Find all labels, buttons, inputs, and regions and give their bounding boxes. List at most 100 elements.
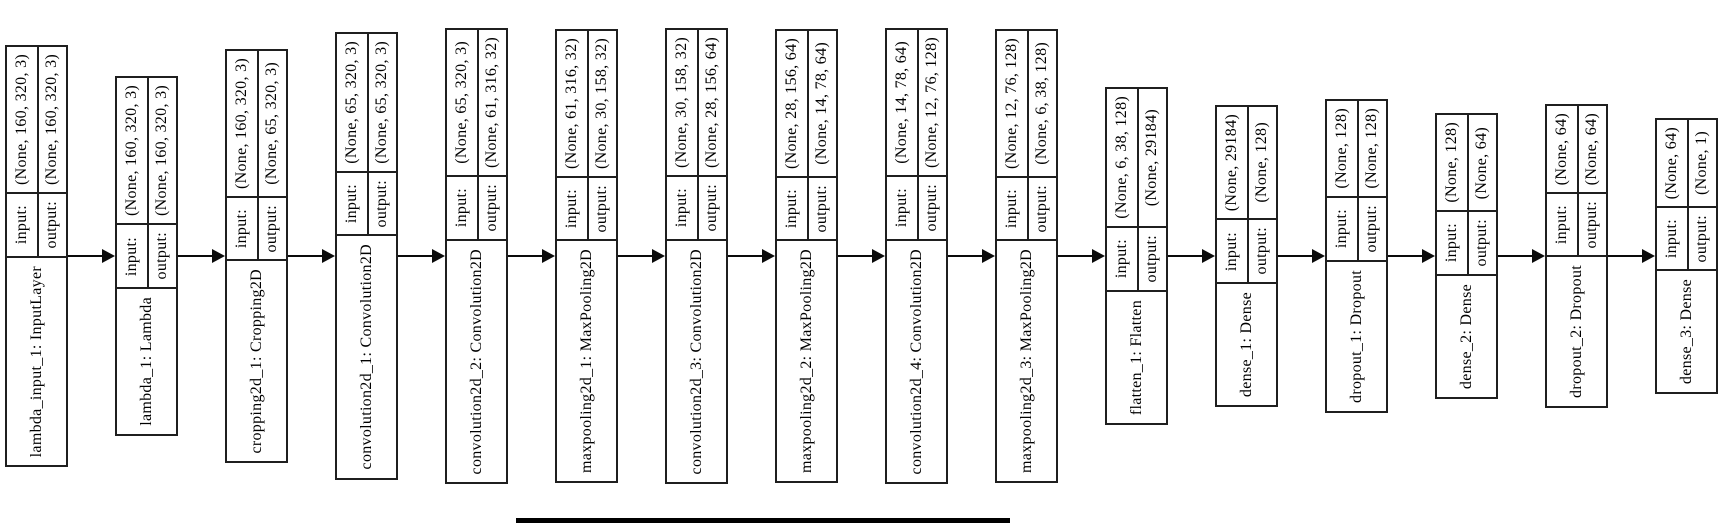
output-shape-value: (None, 14, 78, 64) [813, 41, 831, 165]
arrow-head-icon [982, 249, 995, 263]
layer-node: (None, 128) (None, 128) input: output: d… [1325, 99, 1388, 413]
layer-node: (None, 30, 158, 32) (None, 28, 156, 64) … [665, 28, 728, 484]
layer-node: (None, 65, 320, 3) (None, 61, 316, 32) i… [445, 28, 508, 484]
layer-name: maxpooling2d_3: MaxPooling2D [1017, 249, 1035, 474]
io-labels-section: input: output: [7, 194, 66, 258]
output-shape-cell: (None, 128) [1246, 107, 1277, 219]
layer-name-section: cropping2d_1: Cropping2D [227, 261, 286, 462]
output-label-cell: output: [1356, 198, 1387, 260]
input-label: input: [1662, 219, 1680, 259]
output-label-cell: output: [586, 177, 617, 240]
output-shape-value: (None, 6, 38, 128) [1033, 41, 1051, 165]
input-shape-value: (None, 12, 76, 128) [1002, 37, 1020, 169]
flow-arrow [288, 248, 335, 264]
shapes-section: (None, 160, 320, 3) (None, 160, 320, 3) [117, 78, 176, 226]
shapes-section: (None, 65, 320, 3) (None, 65, 320, 3) [337, 34, 396, 173]
layer-node: (None, 65, 320, 3) (None, 65, 320, 3) in… [335, 32, 398, 480]
input-label-cell: input: [1547, 194, 1577, 255]
input-label: input: [1002, 188, 1020, 229]
output-label-cell: output: [476, 177, 507, 239]
output-shape-value: (None, 61, 316, 32) [483, 37, 501, 169]
output-shape-value: (None, 65, 320, 3) [263, 61, 281, 185]
layer-name-section: dense_3: Dense [1657, 271, 1716, 392]
io-labels-section: input: output: [117, 225, 177, 289]
input-label: input: [1222, 231, 1240, 271]
input-shape-value: (None, 6, 38, 128) [1112, 96, 1130, 220]
input-label: input: [232, 208, 250, 248]
io-labels-section: input: output: [1107, 228, 1167, 292]
input-shape-value: (None, 28, 156, 64) [782, 37, 800, 169]
output-label: output: [923, 184, 941, 232]
io-labels-section: input: output: [1327, 198, 1387, 262]
arrow-head-icon [322, 249, 335, 263]
layer-name: convolution2d_2: Convolution2D [467, 248, 485, 474]
flow-arrow [618, 248, 665, 264]
output-shape-value: (None, 128) [1253, 122, 1271, 204]
layer-name: convolution2d_3: Convolution2D [687, 248, 705, 474]
arrow-head-icon [872, 249, 885, 263]
output-shape-cell: (None, 64) [1576, 105, 1607, 192]
io-labels-section: input: output: [997, 177, 1056, 242]
arrow-line [728, 255, 763, 257]
output-label: output: [1693, 214, 1711, 263]
input-shape-cell: (None, 160, 320, 3) [227, 51, 257, 196]
output-label: output: [43, 201, 61, 249]
io-labels-section: input: output: [447, 177, 507, 241]
input-shape-cell: (None, 64) [1547, 106, 1577, 192]
input-label-cell: input: [1657, 208, 1687, 269]
layer-name-section: lambda_1: Lambda [117, 289, 176, 434]
output-label-cell: output: [1136, 228, 1167, 290]
layer-name-section: dense_1: Dense [1217, 284, 1276, 405]
output-label-cell: output: [806, 177, 837, 240]
output-label: output: [1143, 235, 1161, 283]
output-label-cell: output: [1686, 207, 1717, 270]
output-shape-cell: (None, 28, 156, 64) [696, 30, 727, 176]
output-label-cell: output: [1466, 212, 1497, 274]
output-label: output: [373, 179, 391, 228]
flow-arrow [68, 248, 115, 264]
output-shape-cell: (None, 64) [1466, 115, 1497, 211]
layer-flow-row: (None, 160, 320, 3) (None, 160, 320, 3) … [5, 0, 1718, 512]
output-label: output: [263, 204, 281, 252]
input-shape-value: (None, 64) [1662, 126, 1680, 199]
io-labels-section: input: output: [777, 177, 837, 242]
output-shape-cell: (None, 65, 320, 3) [366, 34, 397, 171]
output-shape-cell: (None, 160, 320, 3) [36, 47, 67, 193]
input-label-cell: input: [997, 178, 1027, 239]
shapes-section: (None, 64) (None, 1) [1657, 119, 1716, 208]
output-shape-value: (None, 12, 76, 128) [923, 37, 941, 169]
layer-node: (None, 12, 76, 128) (None, 6, 38, 128) i… [995, 28, 1058, 484]
input-label: input: [892, 188, 910, 228]
input-shape-value: (None, 128) [1442, 122, 1460, 204]
output-label: output: [703, 184, 721, 232]
shapes-section: (None, 128) (None, 64) [1437, 115, 1497, 213]
arrow-head-icon [762, 249, 775, 263]
flow-arrow [508, 248, 555, 264]
input-label: input: [782, 188, 800, 229]
layer-name-section: flatten_1: Flatten [1107, 292, 1166, 423]
input-label-cell: input: [1437, 212, 1467, 273]
output-label-cell: output: [1576, 193, 1607, 256]
output-label: output: [1253, 227, 1271, 275]
input-label-cell: input: [117, 225, 147, 286]
input-label-cell: input: [777, 178, 807, 239]
input-shape-cell: (None, 14, 78, 64) [887, 30, 917, 175]
layer-node: (None, 29184) (None, 128) input: output:… [1215, 105, 1278, 407]
layer-name-section: convolution2d_3: Convolution2D [667, 241, 726, 482]
input-shape-cell: (None, 30, 158, 32) [667, 30, 697, 175]
input-label: input: [1442, 223, 1460, 263]
arrow-line [68, 255, 103, 257]
layer-node: (None, 160, 320, 3) (None, 160, 320, 3) … [115, 76, 178, 436]
arrow-line [178, 255, 213, 257]
output-label-cell: output: [146, 225, 177, 287]
output-label: output: [1473, 219, 1491, 267]
flow-arrow [1388, 248, 1435, 264]
output-label-cell: output: [366, 172, 397, 235]
arrow-line [508, 255, 543, 257]
flow-arrow [948, 248, 995, 264]
shapes-section: (None, 160, 320, 3) (None, 65, 320, 3) [227, 50, 286, 198]
shapes-section: (None, 6, 38, 128) (None, 29184) [1107, 89, 1166, 229]
layer-name: maxpooling2d_2: MaxPooling2D [797, 249, 815, 474]
output-shape-value: (None, 1) [1693, 130, 1711, 195]
